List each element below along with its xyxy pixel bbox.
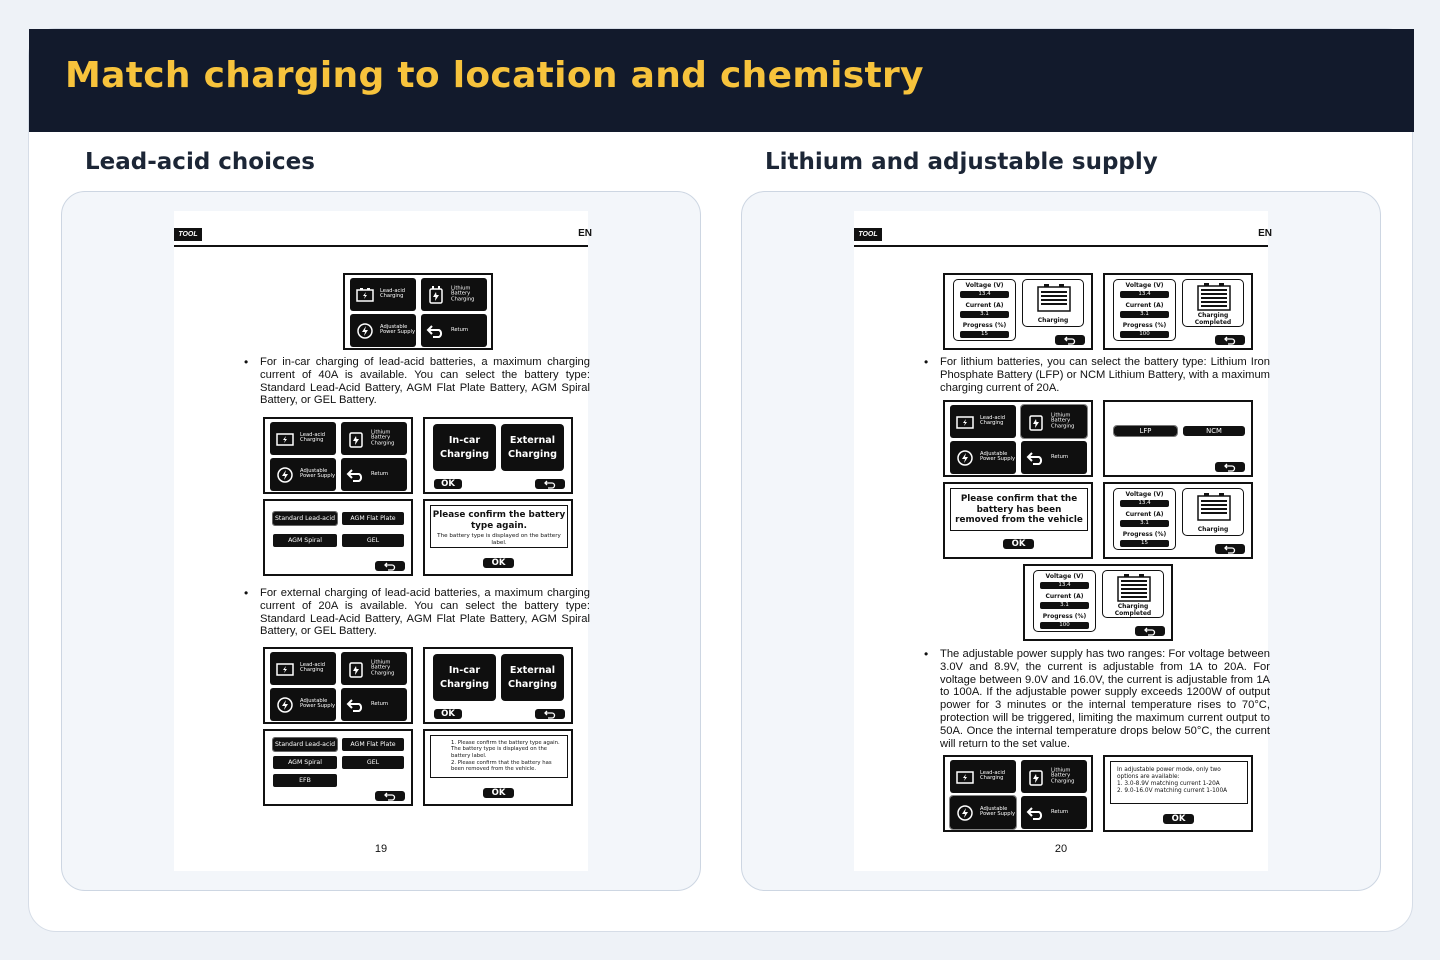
battery-charge-icon	[355, 285, 375, 305]
main-menu-screen: Lead-acid Charging Lithium Battery Charg…	[343, 273, 493, 350]
lithium-battery-icon	[1026, 767, 1046, 787]
power-cycle-icon	[275, 695, 295, 715]
in-car-button: In-car Charging	[433, 424, 496, 471]
battery-full-icon	[1117, 574, 1151, 602]
menu-screen-b: Lead-acid Charging Lithium Battery Charg…	[263, 647, 413, 724]
confirm-screen-a: Please confirm the battery type again. T…	[423, 499, 573, 576]
title-banner: Match charging to location and chemistry	[29, 29, 1414, 132]
power-cycle-icon	[955, 803, 975, 823]
power-cycle-icon	[275, 465, 295, 485]
power-cycle-icon	[955, 448, 975, 468]
battery-charge-icon	[955, 767, 975, 787]
charging-screen-4: Voltage (V) 13.4 Current (A) 3.1 Progres…	[1023, 564, 1173, 641]
brand-logo: TOOL	[174, 228, 202, 241]
lithium-battery-icon	[346, 429, 366, 449]
battery-full-icon	[1197, 283, 1231, 311]
type-screen-a: Standard Lead-acid AGM Flat Plate AGM Sp…	[263, 499, 413, 576]
battery-charge-icon	[955, 412, 975, 432]
adjustable-info-screen: In adjustable power mode, only two optio…	[1103, 755, 1253, 832]
power-cycle-icon	[355, 321, 375, 341]
menu-return: Return	[421, 314, 487, 347]
slide-frame: Match charging to location and chemistry…	[28, 28, 1414, 932]
bullet-external: For external charging of lead-acid batte…	[244, 587, 590, 638]
left-heading: Lead-acid choices	[85, 149, 315, 175]
lithium-battery-icon	[1026, 412, 1046, 432]
return-arrow-icon	[426, 321, 446, 341]
menu-screen-lithium: Lead-acid Charging Lithium Battery Charg…	[943, 400, 1093, 477]
charging-screen-1: Voltage (V) 13.4 Current (A) 3.1 Progres…	[943, 273, 1093, 350]
lithium-battery-icon	[346, 659, 366, 679]
battery-level-icon	[1037, 284, 1071, 312]
return-arrow-icon	[346, 695, 366, 715]
charging-screen-2: Voltage (V) 13.4 Current (A) 3.1 Progres…	[1103, 273, 1253, 350]
menu-lithium: Lithium Battery Charging	[421, 278, 487, 311]
charging-screen-3: Voltage (V) 13.4 Current (A) 3.1 Progres…	[1103, 482, 1253, 559]
return-arrow-icon	[1026, 448, 1046, 468]
left-card: TOOL EN Lead-acid Charging Lithium Batte…	[61, 191, 701, 891]
return-pill	[535, 479, 565, 489]
battery-charge-icon	[275, 429, 295, 449]
ok-pill: OK	[434, 479, 462, 489]
manual-page-20: TOOL EN Voltage (V) 13.4 Current (A) 3.1…	[854, 211, 1272, 871]
bullet-lithium: For lithium batteries, you can select th…	[924, 356, 1270, 394]
bullet-in-car: For in-car charging of lead-acid batteri…	[244, 356, 590, 407]
brand-logo: TOOL	[854, 228, 882, 241]
menu-screen-a: Lead-acid Charging Lithium Battery Charg…	[263, 417, 413, 494]
menu-lead-acid: Lead-acid Charging	[350, 278, 416, 311]
type-screen-b: Standard Lead-acid AGM Flat Plate AGM Sp…	[263, 729, 413, 806]
slide-title: Match charging to location and chemistry	[65, 55, 924, 96]
bullet-adjustable: The adjustable power supply has two rang…	[924, 648, 1270, 750]
header-rule	[854, 245, 1268, 247]
manual-page-19: TOOL EN Lead-acid Charging Lithium Batte…	[174, 211, 592, 871]
external-button: External Charging	[501, 424, 564, 471]
battery-charge-icon	[275, 659, 295, 679]
menu-screen-adjustable: Lead-acid Charging Lithium Battery Charg…	[943, 755, 1093, 832]
lithium-battery-icon	[426, 285, 446, 305]
confirm-screen-b: 1. Please confirm the battery type again…	[423, 729, 573, 806]
location-screen-b: In-car Charging External Charging OK	[423, 647, 573, 724]
header-rule	[174, 245, 588, 247]
battery-level-icon	[1197, 493, 1231, 521]
confirm-removed-screen: Please confirm that the battery has been…	[943, 482, 1093, 559]
location-screen-a: In-car Charging External Charging OK	[423, 417, 573, 494]
right-card: TOOL EN Voltage (V) 13.4 Current (A) 3.1…	[741, 191, 1381, 891]
lithium-type-screen: LFP NCM	[1103, 400, 1253, 477]
page-number: 20	[1054, 843, 1068, 855]
menu-adjustable: Adjustable Power Supply	[350, 314, 416, 347]
return-arrow-icon	[1026, 803, 1046, 823]
return-arrow-icon	[346, 465, 366, 485]
right-heading: Lithium and adjustable supply	[765, 149, 1158, 175]
language-label: EN	[578, 228, 592, 239]
language-label: EN	[1258, 228, 1272, 239]
page-number: 19	[374, 843, 388, 855]
